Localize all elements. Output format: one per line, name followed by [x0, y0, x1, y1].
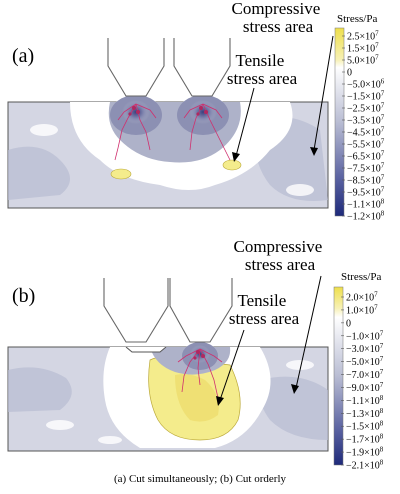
panel-b-colorbar-title: Stress/Pa — [341, 271, 381, 283]
panel-b-cutter-left — [103, 278, 169, 343]
colorbar-tick-label: −1.0×107 — [346, 329, 384, 342]
panel-b-colorbar-ticks: 2.0×1071.0×1070−1.0×107−3.0×107−5.0×107−… — [341, 291, 384, 472]
colorbar-tick-label: −1.3×108 — [346, 407, 384, 420]
panel-a-colorbar-ramp — [334, 27, 345, 217]
colorbar-tick-label: −9.0×107 — [346, 381, 384, 394]
panel-a-compressive-arrowhead — [310, 147, 318, 156]
colorbar-tick-label: −1.5×107 — [347, 90, 385, 103]
panel-a-stress-field — [7, 95, 329, 209]
panel-a-colorbar-ticks: 2.5×1071.5×1075.0×1070−5.0×106−1.5×107−2… — [342, 30, 385, 223]
colorbar-tick-label: −2.5×107 — [347, 102, 385, 115]
panel-a-colorbar: Stress/Pa 2.5×1071.5×1075.0×1070−5.0×106… — [334, 13, 385, 223]
colorbar-tick-label: −4.5×107 — [347, 126, 385, 139]
colorbar-tick-label: −8.5×107 — [347, 174, 385, 187]
colorbar-tick-label: 1.5×107 — [347, 42, 379, 55]
panel-a-colorbar-title: Stress/Pa — [337, 13, 377, 25]
panel-a-tensile-arrowhead — [232, 152, 240, 162]
colorbar-tick-label: 1.0×107 — [346, 303, 378, 316]
colorbar-tick-label: −1.1×108 — [347, 198, 385, 211]
colorbar-tick-label: −2.1×108 — [346, 459, 384, 472]
colorbar-tick-label: −1.2×108 — [347, 210, 385, 223]
panel-a-compressive-arrow — [313, 35, 334, 151]
colorbar-tick-label: 2.0×107 — [346, 291, 378, 304]
panel-a-crack-dense — [128, 106, 208, 116]
figure-caption: (a) Cut simultaneously; (b) Cut orderly — [114, 473, 286, 485]
panel-a-cutter-right — [173, 38, 231, 97]
panel-a-tensile-label: Tensile stress area — [227, 51, 298, 88]
colorbar-tick-label: −7.0×107 — [346, 368, 384, 381]
colorbar-tick-label: 2.5×107 — [347, 30, 379, 43]
colorbar-tick-label: −7.5×107 — [347, 162, 385, 175]
panel-b-compressive-arrow — [295, 275, 322, 389]
colorbar-tick-label: −9.5×107 — [347, 186, 385, 199]
panel-b-tensile-arrow — [219, 329, 245, 401]
colorbar-tick-label: 5.0×107 — [347, 54, 379, 67]
panel-b-compressive-arrowhead — [291, 384, 299, 394]
colorbar-tick-label: −1.1×108 — [346, 394, 384, 407]
panel-b-stress-field — [7, 342, 329, 452]
panel-b-tensile-label: Tensile stress area — [229, 291, 300, 328]
colorbar-tick-label: −5.0×106 — [347, 78, 385, 91]
panel-a-crack-network — [114, 103, 231, 161]
panel-a-tensile-arrow — [235, 87, 255, 157]
panel-b-cutter-right — [169, 278, 233, 343]
colorbar-tick-label: −5.5×107 — [347, 138, 385, 151]
panel-b-crack-dense — [193, 350, 205, 360]
panel-b-label: (b) — [12, 285, 35, 307]
panel-a-label: (a) — [12, 45, 34, 67]
colorbar-tick-label: −3.0×107 — [346, 342, 384, 355]
panel-b-cut-groove — [125, 346, 167, 353]
panel-a: (a) — [7, 0, 385, 223]
panel-a-cutter-left — [107, 38, 165, 97]
colorbar-tick-label: −6.5×107 — [347, 150, 385, 163]
panel-b-crack-network — [177, 348, 223, 399]
panel-a-compressive-label: Compressive stress area — [231, 0, 324, 36]
panel-b-compressive-label: Compressive stress area — [233, 237, 326, 274]
panel-b-colorbar-ramp — [333, 286, 344, 466]
colorbar-tick-label: −1.5×108 — [346, 420, 384, 433]
colorbar-tick-label: −1.7×108 — [346, 433, 384, 446]
colorbar-tick-label: 0 — [346, 318, 351, 329]
colorbar-tick-label: −5.0×107 — [346, 355, 384, 368]
panel-b-tensile-arrowhead — [216, 396, 224, 406]
panel-b: (b) — [7, 237, 384, 472]
colorbar-tick-label: 0 — [347, 68, 352, 79]
colorbar-tick-label: −3.5×107 — [347, 114, 385, 127]
colorbar-tick-label: −1.9×108 — [346, 446, 384, 459]
